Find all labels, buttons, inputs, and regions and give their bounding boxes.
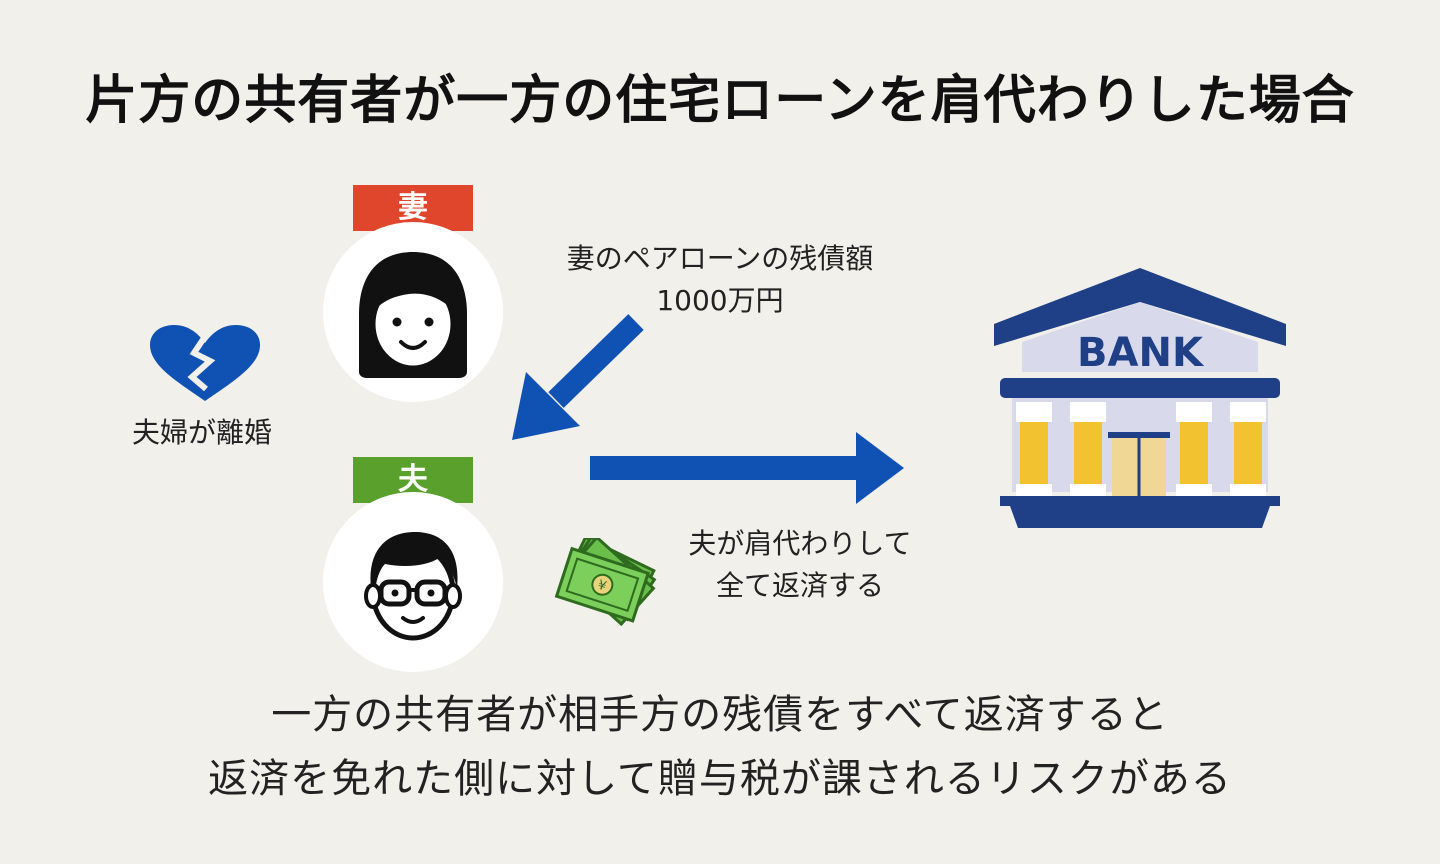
conclusion-line1: 一方の共有者が相手方の残債をすべて返済すると <box>271 692 1169 738</box>
diagonal-arrow-icon <box>512 314 644 440</box>
page-title: 片方の共有者が一方の住宅ローンを肩代わりした場合 <box>85 71 1355 131</box>
bank-label: BANK <box>1077 330 1205 376</box>
husband-avatar <box>323 492 503 672</box>
divorce-label: 夫婦が離婚 <box>131 416 272 449</box>
loan-balance-label: 妻のペアローンの残債額 1000万円 <box>540 238 900 322</box>
repay-line2: 全て返済する <box>715 569 884 602</box>
repay-label: 夫が肩代わりして 全て返済する <box>660 523 940 607</box>
bank-building-icon: BANK <box>990 262 1290 538</box>
loan-balance-line1: 妻のペアローンの残債額 <box>566 242 874 275</box>
right-arrow-icon <box>590 432 904 504</box>
conclusion-text: 一方の共有者が相手方の残債をすべて返済すると 返済を免れた側に対して贈与税が課さ… <box>0 683 1440 811</box>
repay-line1: 夫が肩代わりして <box>688 527 912 560</box>
loan-balance-line2: 1000万円 <box>656 284 784 317</box>
husband-face-icon <box>364 532 462 641</box>
broken-heart-icon <box>146 323 264 407</box>
conclusion-line2: 返済を免れた側に対して贈与税が課されるリスクがある <box>208 756 1232 802</box>
money-bills-icon: ¥ <box>548 535 658 637</box>
wife-avatar <box>323 222 503 402</box>
wife-face-icon <box>359 252 467 378</box>
